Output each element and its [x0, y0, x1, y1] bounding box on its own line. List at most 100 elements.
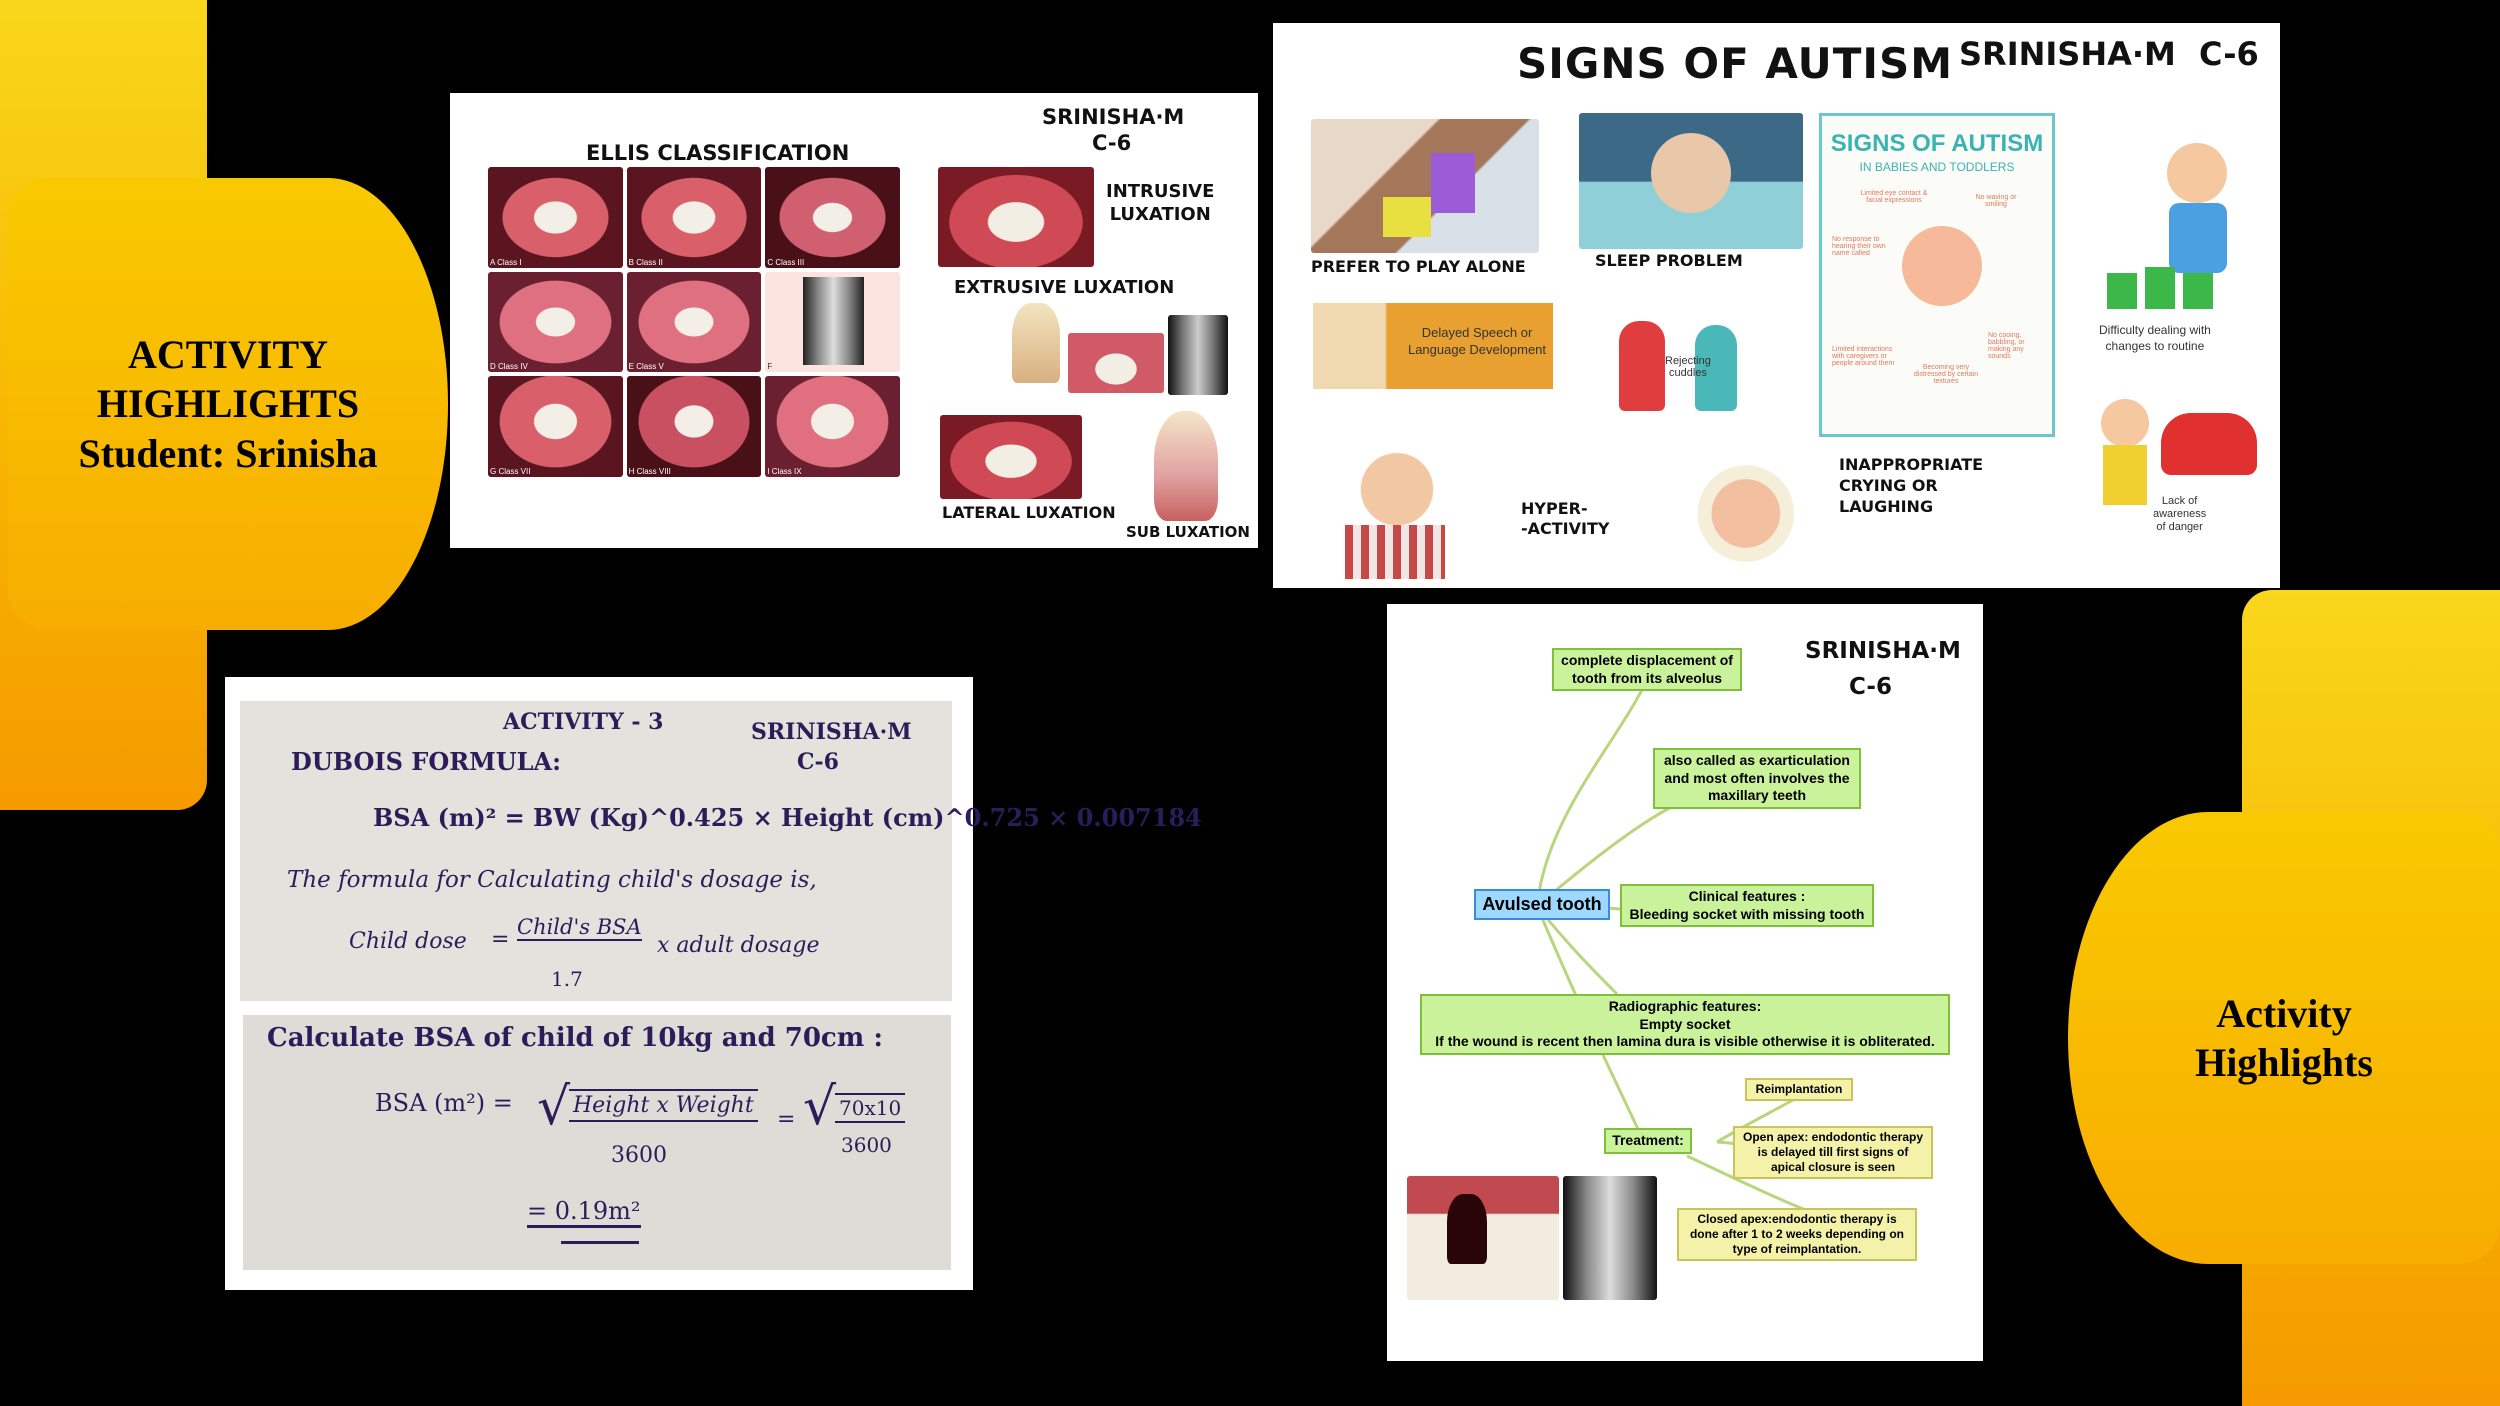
node-center: Avulsed tooth: [1474, 889, 1610, 920]
extrusive-photo: [1068, 333, 1164, 393]
subluxation-diagram: [1154, 411, 1218, 521]
lateral-label: LATERAL LUXATION: [942, 503, 1116, 522]
bsa-denominator-values: 3600: [841, 1133, 892, 1157]
photo-label: C Class III: [767, 257, 805, 267]
danger-illustration: [2081, 383, 2261, 533]
autism-title: SIGNS OF AUTISM: [1517, 39, 1954, 88]
baby-illustration: [1902, 226, 1982, 306]
right-caption-block: Activity Highlights: [2068, 812, 2500, 1264]
avulsion-author: SRINISHA·M: [1805, 638, 1961, 664]
sub-label: SUB LUXATION: [1126, 523, 1250, 541]
poster-subtitle: IN BABIES AND TODDLERS: [1859, 160, 2015, 174]
node-radiographic: Radiographic features: Empty socket If t…: [1420, 994, 1950, 1055]
hyperactive-child-photo: [1309, 433, 1485, 581]
dental-photo: E Class V: [626, 271, 762, 373]
caption-activity: ACTIVITY: [127, 332, 329, 378]
node-exarticulation: also called as exarticulation and most o…: [1653, 748, 1861, 809]
photo-label: B Class II: [628, 257, 663, 267]
child-dose-lhs: Child dose: [349, 929, 467, 954]
dental-xray: F: [765, 271, 900, 373]
delayed-speech-text: Delayed Speech or Language Development: [1407, 325, 1547, 357]
child-blocks-photo: [1311, 119, 1539, 253]
photo-label: E Class V: [628, 362, 664, 372]
intrusive-label: INTRUSIVE LUXATION: [1106, 181, 1215, 225]
photo-label: A Class I: [490, 257, 522, 267]
caption-student: Student: Srinisha: [78, 430, 378, 476]
photo-label: G Class VII: [490, 466, 531, 476]
bsa-question: Calculate BSA of child of 10kg and 70cm …: [267, 1023, 883, 1053]
caption-activity-right: Activity: [2216, 990, 2352, 1036]
avulsed-tooth-xray: [1563, 1176, 1657, 1300]
poster-item: No cooing, babbling, or making any sound…: [1988, 332, 2025, 360]
node-treatment: Treatment:: [1604, 1128, 1692, 1154]
rejecting-text: Rejecting cuddles: [1665, 355, 1711, 379]
extrusive-diagram: [1012, 303, 1060, 383]
sleep-problem-photo: [1579, 113, 1803, 249]
crying-label: INAPPROPRIATE CRYING OR LAUGHING: [1839, 455, 1984, 516]
photo-label: H Class VIII: [628, 466, 671, 476]
ellis-class: C-6: [1092, 131, 1132, 155]
poster-item: Limited eye contact & facial expressions: [1860, 190, 1928, 204]
avulsion-class: C-6: [1849, 674, 1892, 700]
crying-child-photo: [1671, 453, 1807, 579]
ellis-photo-grid: A Class I B Class II C Class III D Class…: [488, 167, 900, 477]
poster-title: SIGNS OF AUTISM: [1830, 130, 2044, 157]
bsa-result: = 0.19m²: [527, 1197, 641, 1228]
node-definition: complete displacement of tooth from its …: [1552, 648, 1742, 691]
bsa-equals: =: [777, 1107, 796, 1132]
sqrt-sign-1: √: [537, 1077, 571, 1137]
photo-label: F: [767, 362, 773, 372]
dubois-formula: BSA (m)² = BW (Kg)^0.425 × Height (cm)^0…: [373, 803, 1202, 832]
extrusive-label: EXTRUSIVE LUXATION: [954, 277, 1175, 298]
node-clinical: Clinical features : Bleeding socket with…: [1620, 884, 1874, 927]
child-dose-denominator: 1.7: [551, 967, 583, 991]
sleep-label: SLEEP PROBLEM: [1595, 251, 1743, 270]
autism-panel: SIGNS OF AUTISM SRINISHA·M C-6 PREFER TO…: [1273, 23, 2280, 588]
bsa-lhs: BSA (m²) =: [375, 1089, 513, 1117]
rejecting-cuddles-illustration: Rejecting cuddles: [1593, 285, 1769, 431]
bsa-numerator: Height x Weight: [569, 1089, 758, 1122]
prefer-play-label: PREFER TO PLAY ALONE: [1311, 257, 1526, 276]
node-closed-apex: Closed apex:endodontic therapy is done a…: [1677, 1208, 1917, 1261]
lateral-luxation-photo: [940, 415, 1082, 499]
bsa-denominator: 3600: [611, 1143, 667, 1168]
dental-photo: C Class III: [765, 167, 900, 268]
caption-highlights-right: Highlights: [2195, 1040, 2373, 1085]
avulsed-tooth-photo: [1407, 1176, 1559, 1300]
autism-author: SRINISHA·M: [1959, 35, 2176, 73]
formula-title: DUBOIS FORMULA:: [291, 747, 562, 776]
routine-text: Difficulty dealing with changes to routi…: [2099, 323, 2211, 353]
delayed-speech-banner: Delayed Speech or Language Development: [1313, 303, 1553, 389]
dental-photo: D Class IV: [488, 271, 623, 373]
autism-infographic: SIGNS OF AUTISM IN BABIES AND TODDLERS L…: [1819, 113, 2055, 437]
photo-label: I Class IX: [767, 466, 802, 476]
dental-photo: B Class II: [626, 167, 762, 268]
sqrt-sign-2: √: [803, 1077, 837, 1137]
dubois-panel: ACTIVITY - 3 SRINISHA·M C-6 DUBOIS FORMU…: [225, 677, 1202, 1290]
dosage-sentence: The formula for Calculating child's dosa…: [287, 867, 817, 893]
dental-photo: I Class IX: [765, 376, 900, 477]
activity-number: ACTIVITY - 3: [503, 709, 664, 735]
photo-label: D Class IV: [490, 362, 528, 372]
avulsion-panel: SRINISHA·M C-6 complete displacement of …: [1387, 604, 1983, 1361]
bsa-numerator-values: 70x10: [835, 1093, 906, 1123]
worksheet-upper: [240, 701, 952, 1001]
caption-highlights: HIGHLIGHTS: [96, 381, 360, 427]
extrusive-xray: [1168, 315, 1228, 395]
child-dose-numerator: Child's BSA: [517, 915, 642, 941]
ellis-title: ELLIS CLASSIFICATION: [586, 141, 850, 165]
dental-photo: G Class VII: [488, 376, 623, 477]
hyper-label: HYPER- -ACTIVITY: [1521, 499, 1610, 538]
dubois-author: SRINISHA·M: [751, 719, 912, 745]
child-dose-equals: =: [491, 927, 510, 952]
poster-item: Limited interactions with caregivers or …: [1832, 346, 1895, 367]
autism-class: C-6: [2199, 35, 2259, 73]
intrusive-luxation-photo: [938, 167, 1094, 267]
dubois-class: C-6: [797, 749, 839, 775]
node-reimplantation: Reimplantation: [1745, 1078, 1853, 1101]
routine-illustration: [2083, 123, 2263, 323]
ellis-author: SRINISHA·M: [1042, 105, 1185, 129]
poster-item: No response to hearing their own name ca…: [1832, 236, 1886, 257]
result-underline: [561, 1241, 639, 1244]
ellis-classification-panel: ELLIS CLASSIFICATION SRINISHA·M C-6 A Cl…: [450, 93, 1258, 548]
